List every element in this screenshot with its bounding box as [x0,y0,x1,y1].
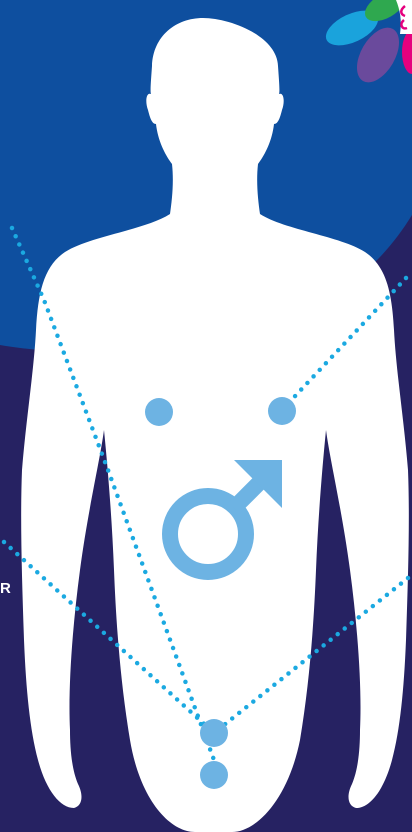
edge-label: R [0,580,11,597]
marker-pelvis-upper [200,719,228,747]
marker-pelvis-lower [200,761,228,789]
marker-left-chest [145,398,173,426]
marker-right-chest [268,397,296,425]
